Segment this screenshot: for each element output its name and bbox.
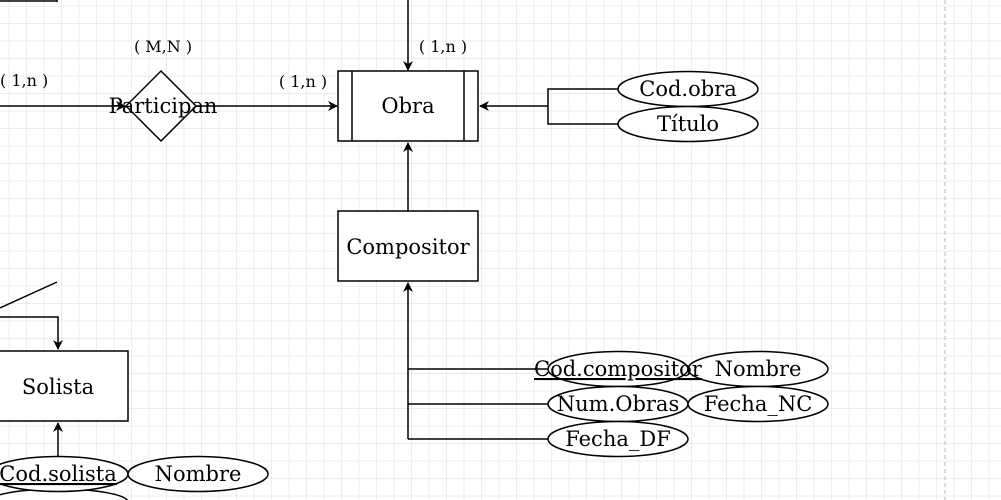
attribute-titulo[interactable] (617, 105, 759, 143)
attribute-solista-nombre[interactable] (127, 455, 269, 493)
cardinality-participan-top: ( M,N ) (134, 37, 192, 56)
entity-obra-label: Obra (381, 94, 434, 118)
attribute-fecha-nc-label: Fecha_NC (704, 392, 813, 416)
attribute-fecha-nc[interactable] (687, 385, 829, 423)
relationship-participan-label: Participan (109, 94, 218, 118)
entity-obra[interactable] (337, 70, 479, 142)
attribute-cod-solista-label: Cod.solista (0, 462, 117, 486)
attribute-compositor-nombre-label: Nombre (715, 357, 802, 381)
attribute-num-obras-label: Num.Obras (557, 392, 679, 416)
entity-compositor[interactable] (337, 210, 479, 282)
attribute-fecha-df[interactable] (547, 420, 689, 458)
cardinality-obra-top: ( 1,n ) (419, 37, 467, 56)
attribute-solista-nombre-label: Nombre (155, 462, 242, 486)
cardinality-left: ( 1,n ) (0, 71, 48, 90)
connector-to-solista (0, 316, 63, 350)
entity-solista[interactable] (0, 350, 129, 422)
cardinality-obra-left: ( 1,n ) (279, 72, 327, 91)
relationship-participan[interactable] (124, 69, 198, 143)
attribute-cod-obra-label: Cod.obra (639, 77, 736, 101)
entity-compositor-label: Compositor (346, 235, 470, 259)
attribute-fecha-df-label: Fecha_DF (565, 427, 671, 451)
entity-solista-label: Solista (22, 375, 94, 399)
obra-attribute-bracket (547, 88, 618, 125)
attribute-titulo-label: Título (657, 112, 719, 136)
attribute-cod-compositor-label: Cod.compositor (534, 357, 703, 381)
diagonal-connector (0, 281, 58, 309)
